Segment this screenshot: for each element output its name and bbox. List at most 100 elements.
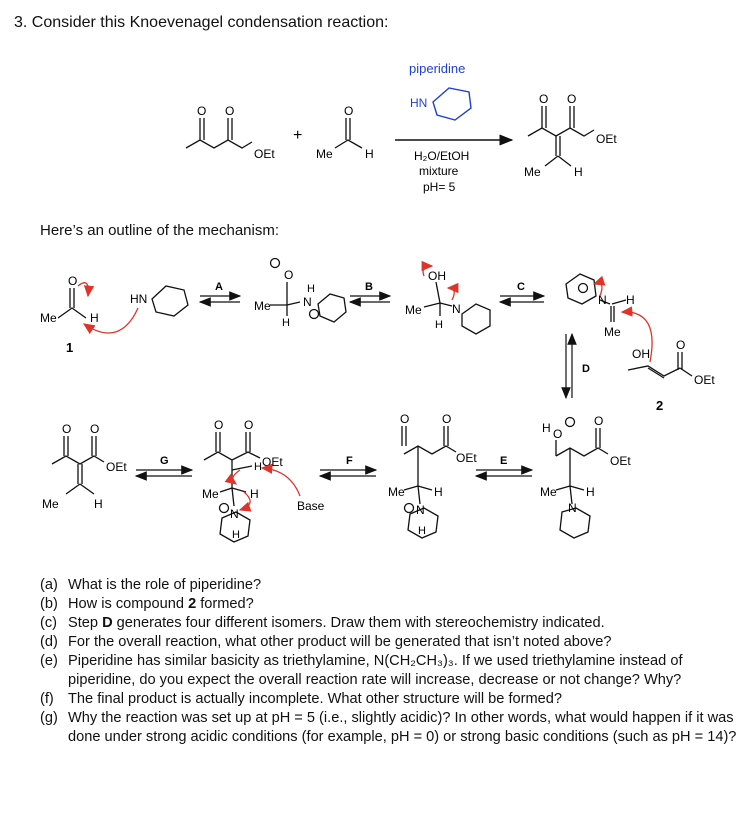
o-label: O: [594, 414, 603, 428]
o-label: O: [90, 422, 99, 436]
oet-label: OEt: [596, 132, 617, 146]
me-label: Me: [540, 485, 557, 499]
protonated-amine-adduct: [401, 426, 457, 539]
o-label: O: [284, 268, 293, 282]
hemiaminal-intermediate: [423, 281, 491, 335]
mechanism-heading: Here’s an outline of the mechanism:: [40, 222, 280, 239]
n-label: N: [416, 503, 425, 517]
piperidine-ring: [432, 87, 472, 121]
o-label: O: [197, 104, 206, 118]
zwitterion-intermediate: [269, 257, 347, 323]
me-label: Me: [40, 311, 57, 325]
h-label: H: [542, 421, 551, 435]
o-label: O: [344, 104, 353, 118]
o-label: O: [244, 418, 253, 432]
h-label: H: [232, 529, 240, 541]
curved-arrow: [260, 463, 301, 497]
conditions-mixture: mixture: [419, 164, 459, 178]
h-label: H: [418, 525, 426, 537]
n-label: N: [303, 295, 312, 309]
me-label: Me: [42, 497, 59, 511]
question-b: (b) How is compound 2 formed?: [40, 596, 254, 612]
piperidine-hn: HN: [410, 96, 427, 110]
o-label: O: [539, 92, 548, 106]
n-label: N: [230, 507, 239, 521]
conditions-solvent: H₂O/EtOH: [414, 149, 469, 163]
compound-1-number: 1: [66, 340, 73, 355]
final-product: [51, 436, 105, 495]
curved-arrow: [77, 282, 95, 298]
me-label: Me: [316, 147, 333, 161]
curved-arrow: [446, 282, 459, 301]
oet-label: OEt: [456, 451, 477, 465]
o-label: O: [214, 418, 223, 432]
h-label: H: [365, 147, 374, 161]
o-label: O: [225, 104, 234, 118]
o-label: O: [68, 274, 77, 288]
plus-sign: +: [293, 127, 302, 144]
question-f: (f) The final product is actually incomp…: [40, 691, 562, 707]
h-label: H: [574, 165, 583, 179]
curved-arrow: [421, 260, 434, 277]
step-d: D: [582, 363, 590, 375]
oet-label: OEt: [262, 455, 283, 469]
me-label: Me: [524, 165, 541, 179]
enol-compound-2: [627, 352, 693, 379]
oet-label: OEt: [254, 147, 275, 161]
step-e: E: [500, 455, 507, 467]
h-label: H: [254, 461, 262, 473]
step-f: F: [346, 455, 353, 467]
base-label: Base: [297, 499, 325, 513]
conditions-ph: pH= 5: [423, 180, 456, 194]
catalyst-label: piperidine: [409, 61, 465, 76]
oet-label: OEt: [106, 460, 127, 474]
curved-arrow: [224, 469, 241, 485]
oh-label: OH: [632, 347, 650, 361]
ethyl-acetoacetate: [185, 118, 253, 149]
o-label: O: [442, 412, 451, 426]
curved-arrow: [238, 491, 252, 512]
n-label: N: [598, 293, 607, 307]
h-label: H: [434, 485, 443, 499]
n-label: N: [452, 302, 461, 316]
question-c: (c) Step D generates four different isom…: [40, 615, 605, 631]
curved-arrow: [620, 306, 653, 363]
h-label: H: [626, 293, 635, 307]
o-label: O: [400, 412, 409, 426]
piperidine-ring: [151, 285, 189, 317]
oet-label: OEt: [610, 454, 631, 468]
question-list: (a) What is the role of piperidine? (b) …: [40, 576, 740, 747]
me-label: Me: [405, 303, 422, 317]
question-g: (g) Why the reaction was set up at pH = …: [40, 710, 737, 745]
me-label: Me: [388, 485, 405, 499]
knoevenagel-product: [527, 106, 595, 167]
me-label: Me: [604, 325, 621, 339]
o-label: O: [553, 427, 562, 441]
h-label: H: [90, 311, 99, 325]
h-label: H: [94, 497, 103, 511]
me-label: Me: [254, 299, 271, 313]
h-label: H: [586, 485, 595, 499]
h-label: H: [307, 283, 315, 295]
question-e: (e) Piperidine has similar basicity as t…: [40, 653, 683, 688]
o-label: O: [567, 92, 576, 106]
step-a: A: [215, 281, 223, 293]
h-label: H: [282, 317, 290, 329]
o-label: O: [62, 422, 71, 436]
compound-1: [57, 288, 87, 319]
question-heading: 3. Consider this Knoevenagel condensatio…: [14, 14, 389, 31]
iminium-ion: [565, 273, 627, 322]
step-c: C: [517, 281, 525, 293]
h-label: H: [250, 487, 259, 501]
o-label: O: [676, 338, 685, 352]
piperidine-hn: HN: [130, 292, 147, 306]
step-g: G: [160, 455, 169, 467]
compound-2-number: 2: [656, 398, 663, 413]
n-label: N: [568, 501, 577, 515]
question-a: (a) What is the role of piperidine?: [40, 577, 262, 593]
step-b: B: [365, 281, 373, 293]
curved-arrow: [592, 275, 606, 297]
oxonium-adduct: [555, 416, 609, 539]
question-d: (d) For the overall reaction, what other…: [40, 634, 612, 650]
me-label: Me: [202, 487, 219, 501]
